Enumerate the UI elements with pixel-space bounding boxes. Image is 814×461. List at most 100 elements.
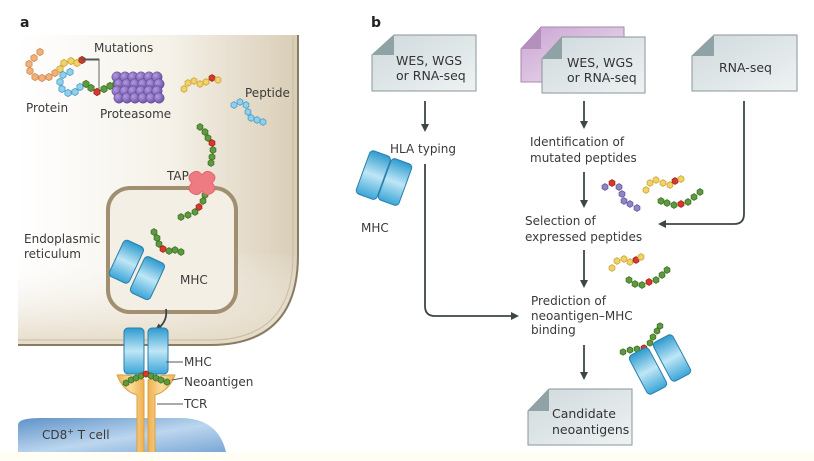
doc1-line2: or RNA-seq bbox=[396, 68, 466, 83]
peptide-residue bbox=[208, 153, 216, 161]
protein-residue bbox=[71, 87, 79, 97]
peptide-residue bbox=[652, 176, 660, 184]
peptide-residue bbox=[690, 193, 698, 201]
final-line1: Candidate bbox=[552, 406, 616, 421]
step-identification-line2: mutated peptides bbox=[530, 151, 637, 165]
peptide-residue bbox=[201, 128, 209, 136]
peptide-residue bbox=[649, 333, 657, 341]
protein-residue bbox=[56, 64, 64, 74]
arrow-hla-to-prediction bbox=[424, 164, 519, 320]
protein-residue bbox=[45, 72, 53, 82]
peptide-residue bbox=[618, 190, 626, 198]
protein-residue bbox=[36, 47, 44, 57]
peptide-residue bbox=[620, 197, 628, 205]
peptide-residue bbox=[696, 188, 704, 196]
peptide-residue bbox=[177, 248, 185, 256]
peptide-residue bbox=[244, 108, 252, 116]
mhc-b-bound bbox=[628, 334, 692, 395]
protein-residue bbox=[31, 72, 39, 82]
label-peptide: Peptide bbox=[245, 86, 290, 100]
peptide-residue bbox=[619, 348, 627, 356]
proteasome bbox=[111, 71, 165, 104]
protein-residue bbox=[82, 79, 90, 89]
neoantigen-residue bbox=[152, 374, 160, 382]
peptide-residue bbox=[236, 98, 244, 106]
neoantigen-residue bbox=[163, 378, 171, 386]
peptide-residue bbox=[652, 276, 660, 284]
tap-transporter bbox=[188, 170, 216, 196]
label-er-line1: Endoplasmic bbox=[24, 232, 100, 246]
peptide-residue bbox=[613, 257, 621, 265]
mhc-inner bbox=[108, 239, 166, 301]
peptide-residue bbox=[242, 101, 250, 109]
label-protein: Protein bbox=[26, 101, 68, 115]
peptide-residue bbox=[663, 199, 671, 207]
protein-residue bbox=[26, 66, 34, 76]
protein-residue bbox=[66, 67, 74, 77]
document-candidate-neoantigens: Candidate neoantigens bbox=[527, 388, 633, 446]
protein-residue bbox=[30, 53, 38, 63]
step-prediction-line3: binding bbox=[531, 323, 576, 337]
peptide-residue bbox=[155, 240, 163, 248]
peptide-residue bbox=[190, 77, 198, 85]
peptide-residue bbox=[637, 253, 645, 261]
peptide-residue bbox=[191, 208, 199, 216]
peptide-residue bbox=[199, 197, 207, 205]
peptide-residue bbox=[196, 123, 204, 131]
label-mhc-surface: MHC bbox=[184, 355, 212, 369]
peptide-residue bbox=[202, 78, 210, 86]
peptide-residue bbox=[214, 76, 222, 84]
protein-residue bbox=[60, 58, 68, 68]
label-tcell: CD8+ T cell bbox=[42, 427, 110, 442]
protein-residue bbox=[58, 84, 66, 94]
step-prediction-line2: neoantigen–MHC bbox=[531, 309, 633, 323]
label-tap: TAP bbox=[166, 169, 189, 183]
mutation-residue bbox=[159, 245, 167, 253]
peptide-residue bbox=[207, 159, 215, 167]
peptide-residue bbox=[626, 200, 634, 208]
label-neoantigen: Neoantigen bbox=[184, 375, 253, 389]
peptide-residue bbox=[204, 134, 212, 142]
cd8-t-cell bbox=[18, 418, 226, 452]
label-proteasome: Proteasome bbox=[100, 107, 171, 121]
peptide-residue bbox=[646, 179, 654, 187]
doc3-line1: RNA-seq bbox=[719, 60, 772, 75]
peptide-fragments bbox=[150, 74, 267, 256]
protein-residue bbox=[100, 84, 108, 94]
protein-residue bbox=[56, 77, 64, 87]
neoantigen-residue bbox=[147, 372, 155, 380]
proteasome-subunit bbox=[153, 92, 165, 104]
protein-residue bbox=[87, 83, 95, 93]
peptide-residue bbox=[601, 183, 609, 191]
mutations-leader bbox=[80, 58, 100, 91]
mutation-residue bbox=[142, 370, 150, 378]
peptide-residue bbox=[677, 175, 685, 183]
peptide-residue bbox=[247, 114, 255, 122]
peptide-residue bbox=[196, 80, 204, 88]
protein-residue bbox=[38, 73, 46, 83]
mutation-residue bbox=[671, 177, 679, 185]
step-prediction-line1: Prediction of bbox=[531, 294, 607, 308]
peptide-residue bbox=[631, 280, 639, 288]
protein-residue bbox=[76, 82, 84, 92]
peptide-residue bbox=[615, 183, 623, 191]
final-line2: neoantigens bbox=[552, 422, 629, 437]
protein-residue bbox=[59, 70, 67, 80]
mutation-residue bbox=[208, 139, 216, 147]
peptide-residue bbox=[180, 85, 188, 93]
peptide-residue bbox=[656, 322, 664, 330]
doc2-line1: WES, WGS bbox=[567, 55, 633, 70]
document-wes-wgs-1: WES, WGS or RNA-seq bbox=[371, 34, 477, 92]
peptide-residue bbox=[626, 258, 634, 266]
protein-residue bbox=[25, 59, 33, 69]
document-wes-wgs-2: WES, WGS or RNA-seq bbox=[520, 26, 646, 94]
panel-b-letter: b bbox=[371, 15, 381, 31]
peptide-residue bbox=[230, 101, 238, 109]
peptide-residue bbox=[670, 201, 678, 209]
peptide-residue bbox=[659, 179, 667, 187]
protein-chain bbox=[25, 47, 120, 98]
step-selection-line1: Selection of bbox=[525, 214, 596, 228]
mutation-residue bbox=[195, 203, 203, 211]
label-tcr: TCR bbox=[183, 397, 207, 411]
